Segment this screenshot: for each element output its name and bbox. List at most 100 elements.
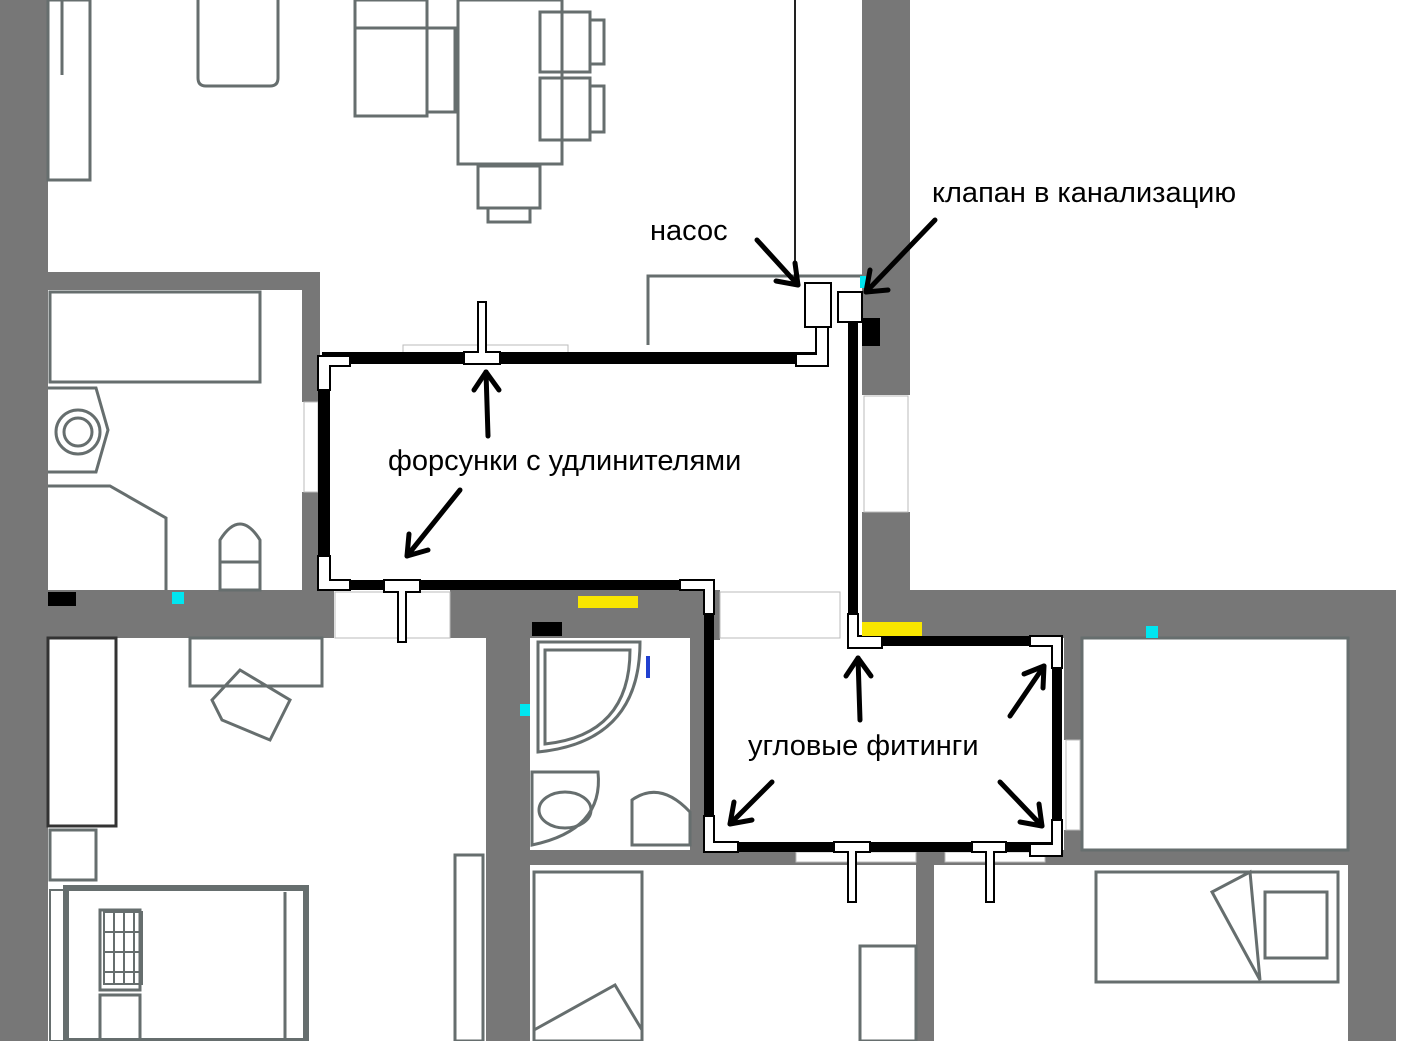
arrow-to-fitting-top — [843, 655, 874, 723]
chair — [476, 164, 542, 224]
wall-segment — [48, 272, 320, 290]
fittings-label: угловые фитинги — [748, 730, 979, 762]
shelf — [453, 853, 485, 1041]
furniture — [46, 0, 1350, 1041]
door-opening — [719, 591, 841, 639]
corner-fitting — [1029, 819, 1063, 857]
nozzles — [383, 301, 1007, 903]
corner-fitting — [679, 579, 715, 615]
corner-fitting — [703, 815, 739, 853]
wall-segment — [530, 850, 710, 865]
arrow-to-fitting-bottom-right — [997, 779, 1045, 829]
arrow-to-fitting-top-right — [1007, 663, 1047, 719]
door-opening — [334, 591, 451, 639]
pipe — [1052, 640, 1062, 846]
wall-segment — [486, 636, 530, 1041]
marker-blue — [646, 656, 650, 678]
corner-fittings — [317, 355, 1063, 857]
wall-segment — [48, 590, 334, 638]
wall-segment — [302, 272, 320, 402]
desk — [188, 636, 324, 688]
armchair — [196, 0, 280, 88]
drain-valve-label: клапан в канализацию — [932, 177, 1236, 209]
marker-cyan — [1146, 626, 1158, 638]
nozzle-extender — [833, 841, 871, 903]
pipe — [318, 360, 330, 586]
radiator-block — [49, 889, 67, 1041]
counter — [48, 484, 168, 590]
pipe — [858, 636, 1062, 646]
bathtub — [48, 290, 262, 384]
shower-inner — [543, 648, 632, 746]
bed — [532, 870, 644, 1041]
nozzles-label: форсунки с удлинителями — [388, 445, 741, 477]
toilet-bowl — [218, 522, 262, 562]
arrows — [404, 217, 1047, 829]
pump-label: насос — [650, 215, 728, 247]
washbasin-bowl — [537, 790, 593, 830]
washbasin — [530, 770, 600, 847]
pipe — [704, 588, 714, 844]
arrow-to-nozzle-bottom — [404, 487, 463, 559]
dining-table — [456, 0, 564, 166]
pillow — [1263, 890, 1329, 960]
nozzle-extender — [463, 301, 501, 365]
desk — [858, 944, 918, 1041]
door-opening — [303, 401, 319, 493]
toilet-tank — [218, 560, 262, 592]
arrow-to-fitting-bottom-left — [727, 779, 775, 827]
cabinet — [46, 0, 92, 182]
pillow — [98, 908, 142, 992]
marker-black — [532, 622, 562, 636]
marker-cyan — [520, 704, 530, 716]
sink — [48, 386, 110, 474]
bed — [1094, 870, 1340, 984]
sofa-arm — [425, 26, 457, 114]
outer-wall-left — [0, 0, 48, 1041]
corner-fitting — [317, 555, 351, 591]
cabinet — [1080, 636, 1350, 852]
wardrobe — [46, 636, 118, 828]
nozzle-extender — [383, 579, 421, 643]
blanket — [1209, 869, 1262, 981]
pipe — [322, 352, 824, 364]
wall-segment — [302, 492, 320, 592]
sink-bowl — [62, 416, 94, 448]
pipe-system — [317, 282, 1063, 903]
corner-fitting — [317, 355, 351, 391]
pump-box — [804, 282, 832, 328]
chair — [210, 668, 292, 742]
sofa-seat — [353, 26, 429, 118]
arrow-to-nozzle-top — [471, 369, 502, 439]
marker-cyan — [172, 592, 184, 604]
chair — [538, 10, 606, 74]
radiator — [49, 889, 143, 1041]
marker-yellow — [862, 622, 922, 636]
wall-segment — [862, 590, 1396, 638]
outer-wall-right — [1348, 590, 1396, 1041]
markers — [48, 276, 1158, 716]
wall-segment — [1064, 636, 1082, 740]
nozzle-extender — [971, 841, 1007, 903]
wall-segment — [862, 512, 910, 592]
shower — [536, 640, 642, 754]
pump-outlet-fitting — [795, 326, 829, 367]
wall-segment — [916, 862, 934, 1041]
sofa-back — [353, 0, 429, 30]
marker-black — [48, 592, 76, 606]
arrow-to-pump — [754, 237, 801, 288]
corner-fitting — [1029, 635, 1063, 669]
door-opening — [863, 395, 909, 513]
pipe — [322, 580, 712, 590]
sink-bowl — [54, 408, 102, 456]
chair — [538, 76, 606, 142]
drain-block — [862, 318, 880, 346]
nightstand — [48, 828, 98, 882]
pillow — [98, 993, 142, 1041]
marker-cyan — [860, 276, 866, 288]
arrow-to-valve — [863, 217, 938, 295]
pipe — [706, 842, 1062, 852]
pipe — [848, 320, 858, 630]
